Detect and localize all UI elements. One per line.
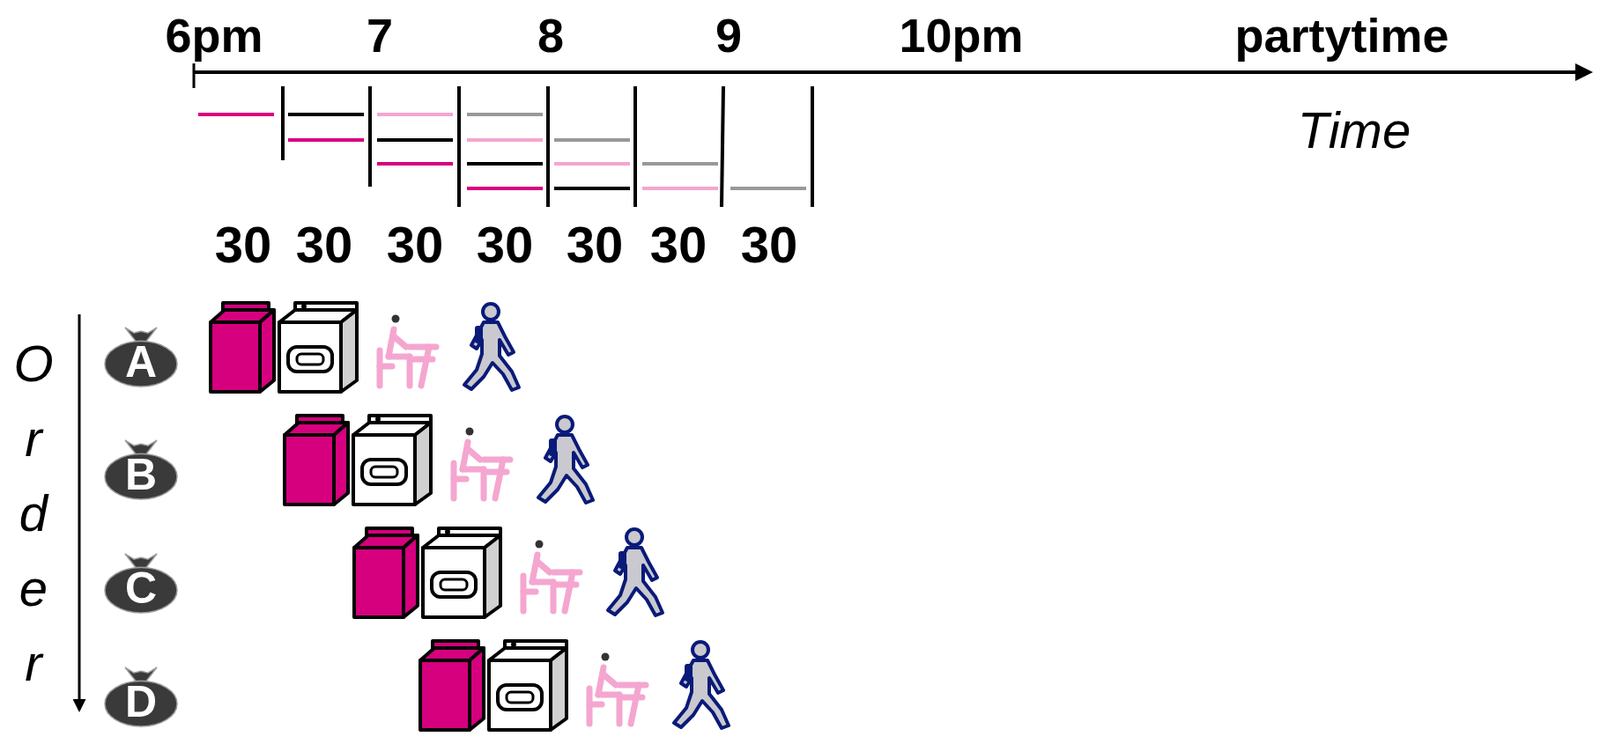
dryer-icon — [422, 528, 501, 618]
separator — [457, 86, 461, 208]
bag-letter: A — [102, 340, 180, 385]
time-mark: 7 — [366, 11, 393, 60]
order-label: Order — [13, 325, 54, 701]
row-b-icons — [284, 415, 593, 505]
dry-segment — [466, 162, 543, 166]
dryer-icon — [488, 641, 567, 731]
store-segment — [554, 138, 630, 142]
bag-letter: D — [102, 680, 180, 725]
washer-icon — [210, 303, 275, 393]
walking-person-icon — [538, 416, 593, 504]
time-mark: 8 — [537, 11, 564, 60]
time-mark: 9 — [715, 11, 742, 60]
walking-person-icon — [674, 642, 729, 729]
washer-icon — [284, 415, 349, 505]
bag-letter: C — [102, 566, 180, 611]
wash-segment — [377, 162, 453, 166]
duration-label: 30 — [386, 219, 445, 271]
laundry-bag: A — [102, 325, 180, 389]
time-axis — [193, 70, 1590, 75]
duration-label: 30 — [650, 219, 708, 271]
laundry-bag: C — [102, 551, 180, 615]
stage-segments — [198, 114, 807, 189]
duration-label: 30 — [740, 219, 799, 271]
store-segment — [466, 112, 543, 117]
store-segment — [642, 162, 719, 166]
walking-person-icon — [607, 529, 663, 616]
folding-person-icon — [453, 428, 511, 500]
dry-segment — [288, 112, 364, 117]
laundry-bag: B — [102, 437, 180, 502]
store-segment — [730, 186, 807, 191]
separator — [368, 86, 372, 187]
separator — [810, 86, 815, 208]
separator — [633, 86, 638, 208]
time-mark: 10pm — [898, 11, 1023, 60]
separator — [721, 86, 724, 208]
fold-segment — [554, 162, 630, 166]
wash-segment — [198, 112, 275, 117]
axis-title: Time — [1297, 104, 1411, 156]
folding-person-icon — [589, 653, 646, 726]
separator — [281, 86, 285, 161]
folding-person-icon — [379, 315, 437, 387]
duration-label: 30 — [566, 219, 624, 271]
washer-icon — [420, 641, 484, 731]
time-mark: 6pm — [164, 11, 263, 60]
duration-label: 30 — [296, 219, 354, 271]
folding-person-icon — [523, 540, 580, 613]
fold-segment — [466, 138, 543, 142]
row-d-icons — [420, 641, 729, 731]
dryer-icon — [279, 303, 357, 393]
row-c-icons — [354, 528, 663, 618]
time-mark: partytime — [1234, 11, 1449, 60]
row-a-icons — [210, 303, 519, 393]
wash-segment — [288, 138, 364, 142]
duration-label: 30 — [214, 219, 273, 271]
separator — [546, 86, 550, 208]
stage-separators — [282, 86, 813, 208]
dryer-icon — [353, 415, 431, 505]
order-arrow — [78, 314, 82, 711]
wash-segment — [466, 186, 543, 191]
duration-label: 30 — [476, 219, 534, 271]
axis-tick — [192, 63, 196, 89]
dry-segment — [554, 186, 630, 191]
laundry-bag: D — [102, 665, 180, 729]
washer-icon — [354, 528, 418, 618]
walking-person-icon — [464, 303, 519, 391]
fold-segment — [642, 186, 719, 191]
fold-segment — [377, 112, 453, 117]
dry-segment — [377, 138, 453, 142]
bag-letter: B — [102, 452, 180, 497]
